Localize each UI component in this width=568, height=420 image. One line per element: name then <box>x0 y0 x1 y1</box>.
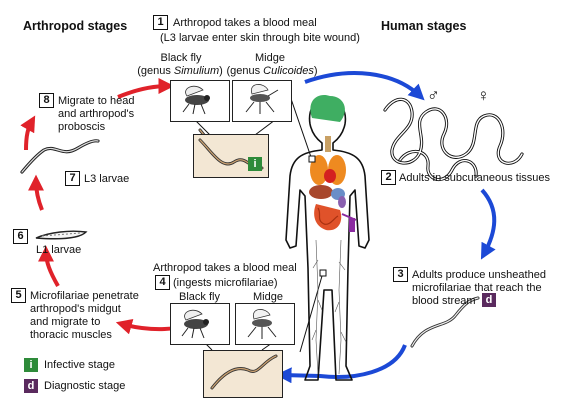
step-3-line3: blood stream <box>412 295 476 307</box>
ingested-microfilaria-panel <box>203 350 283 398</box>
human-stages-header: Human stages <box>381 19 467 33</box>
step-4-midge-label: Midge <box>253 291 283 303</box>
step-2-text: Adults in subcutaneous tissues <box>399 172 551 184</box>
step-4-line2: (ingests microfilariae) <box>173 277 278 289</box>
arrow-7-to-8 <box>20 115 36 151</box>
legend-infective-label: Infective stage <box>44 359 115 371</box>
human-body <box>285 97 370 381</box>
blackfly-genus-name: Simulium <box>173 65 220 77</box>
brain-icon <box>310 94 345 122</box>
legend-diagnostic-badge: d <box>24 379 38 393</box>
legend-infective-badge: i <box>24 358 38 372</box>
midge-top-panel <box>232 80 292 122</box>
body-inset-marker <box>319 269 327 277</box>
kidney-icon <box>338 196 346 208</box>
arrow-8-to-1 <box>117 78 175 99</box>
step-2-number: 2 <box>381 170 396 185</box>
midge-genus-name: Culicoides <box>263 65 314 77</box>
arrow-2-to-3 <box>480 188 497 260</box>
step-4-blackfly-label: Black fly <box>179 291 220 303</box>
step-3-line2: microfilariae that reach the <box>412 282 542 294</box>
heart-icon <box>324 169 336 183</box>
body-inset-marker <box>308 155 316 163</box>
step-5-line4: thoracic muscles <box>30 329 112 341</box>
step-3-line1: Adults produce unsheathed <box>412 269 546 281</box>
step-5-line1: Microfilariae penetrate <box>30 290 139 302</box>
step-6-text: L1 larvae <box>36 244 82 256</box>
arthropod-stages-header: Arthropod stages <box>23 19 128 33</box>
step-8-line1: Migrate to head <box>58 95 135 107</box>
midge-genus-label: (genus Culicoides) <box>226 65 318 77</box>
step-6-number: 6 <box>13 229 28 244</box>
adult-worms-illustration-inner <box>384 98 523 181</box>
arrow-3-to-4 <box>275 344 407 384</box>
step-1-line2: (L3 larvae enter skin through bite wound… <box>160 32 360 44</box>
step-7-text: L3 larvae <box>84 173 130 185</box>
infective-larva-panel <box>193 134 269 178</box>
step-7-number: 7 <box>65 171 80 186</box>
l1-larva-illustration <box>35 230 88 240</box>
blackfly-genus-label: (genus Simulium) <box>137 65 223 77</box>
blackfly-top-panel <box>170 80 230 122</box>
l3-larva-illustration <box>20 139 100 174</box>
diagnostic-stage-badge: d <box>482 293 496 307</box>
step-4-line1: Arthropod takes a blood meal <box>153 262 297 274</box>
intestine-icon <box>314 204 342 231</box>
blackfly-top-label: Black fly <box>160 52 202 64</box>
male-symbol: ♂ <box>427 86 440 105</box>
step-8-line2: and arthropod's <box>58 108 135 120</box>
arrow-1-to-2 <box>304 71 425 101</box>
step-1-line1: Arthropod takes a blood meal <box>173 17 317 29</box>
arrow-6-to-7 <box>28 174 45 211</box>
leg-vessels <box>311 239 347 375</box>
female-symbol: ♀ <box>477 86 490 105</box>
step-1-number: 1 <box>153 15 168 30</box>
step-3-number: 3 <box>393 267 408 282</box>
step-5-line2: arthropod's midgut <box>30 303 121 315</box>
step-4-number: 4 <box>155 275 170 290</box>
midge-top-label: Midge <box>255 52 285 64</box>
step-8-number: 8 <box>39 93 54 108</box>
step-8-line3: proboscis <box>58 121 106 133</box>
liver-icon <box>309 185 333 199</box>
step-5-number: 5 <box>11 288 26 303</box>
arrow-5-to-6 <box>38 245 60 287</box>
blackfly-bottom-panel <box>170 303 230 345</box>
infective-stage-badge: i <box>248 157 262 171</box>
step-5-line3: and migrate to <box>30 316 101 328</box>
legend-diagnostic-label: Diagnostic stage <box>44 380 126 392</box>
midge-bottom-panel <box>235 303 295 345</box>
